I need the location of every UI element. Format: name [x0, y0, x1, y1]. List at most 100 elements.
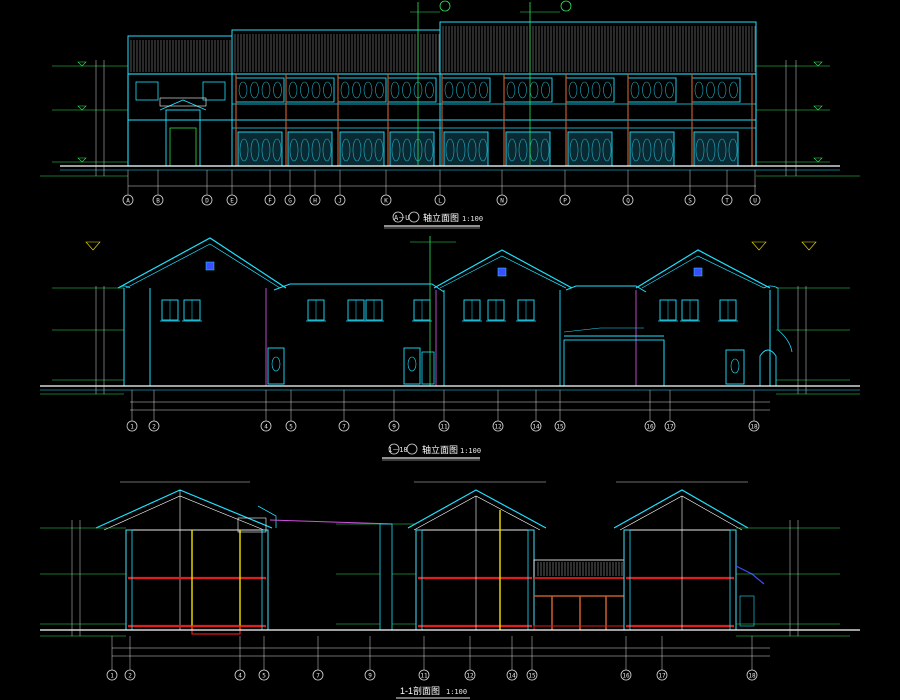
baluster-ornament	[630, 81, 640, 99]
axis-label: G	[288, 198, 292, 205]
lattice-ornament	[341, 138, 351, 162]
axis-bubble	[364, 669, 376, 681]
title-1-18-scale: 1:100	[460, 447, 481, 455]
axis-bubble	[338, 420, 350, 432]
baluster-ornament	[665, 81, 674, 99]
axis-bubble	[554, 420, 566, 432]
axis-label: 11	[440, 424, 448, 431]
lattice-ornament	[311, 138, 321, 162]
level-markers-right	[756, 60, 860, 177]
title-1-18-text: 轴立面图	[422, 444, 458, 455]
axis-label: 5	[289, 424, 293, 431]
baluster-ornament	[375, 81, 384, 99]
elevation-2-windows	[160, 299, 738, 322]
axis-bubble	[464, 669, 476, 681]
axis-bubble	[312, 669, 324, 681]
axis-label: 9	[368, 673, 372, 680]
lattice-ornament	[322, 138, 332, 162]
axis-label: 11	[420, 673, 428, 680]
title-1-18-symbol: 1－18	[388, 446, 408, 454]
axis-label: 7	[342, 424, 346, 431]
axis-label: D	[205, 198, 209, 205]
axis-bubble	[152, 194, 164, 206]
baluster-ornament	[311, 81, 321, 99]
axis-bubble	[285, 420, 297, 432]
upper-bay	[627, 77, 677, 103]
baluster-ornament	[456, 81, 465, 99]
baluster-ornament	[467, 81, 477, 99]
lower-shopfront-bays	[235, 74, 753, 167]
baluster-ornament	[591, 81, 601, 99]
level-markers-3	[40, 520, 850, 637]
axis-bubble	[684, 194, 696, 206]
baluster-ornament	[444, 81, 454, 99]
lattice-ornament	[402, 138, 412, 162]
roof-left	[127, 35, 233, 75]
axis-bubble	[748, 420, 760, 432]
axis-label: H	[313, 198, 317, 205]
axis-label: P	[563, 198, 567, 205]
axis-bubble	[334, 194, 346, 206]
lattice-ornament	[272, 138, 282, 162]
lattice-ornament	[642, 138, 652, 162]
axis-bubble	[264, 194, 276, 206]
baluster-ornament	[323, 81, 332, 99]
title-section-text: 1-1剖面图	[400, 685, 440, 696]
upper-bay	[337, 77, 387, 103]
title-section: 1-1剖面图 1:100	[396, 685, 470, 699]
axis-label: 14	[508, 673, 516, 680]
axis-bubble	[721, 194, 733, 206]
level-markers-2	[40, 241, 860, 395]
lattice-ornament	[507, 138, 517, 162]
axis-label: B	[156, 198, 160, 205]
title-section-scale: 1:100	[446, 688, 467, 696]
axis-label: 1	[130, 424, 134, 431]
lattice-ornament	[261, 138, 271, 162]
axis-label: K	[384, 198, 388, 205]
lattice-ornament	[664, 138, 674, 162]
lattice-ornament	[239, 138, 249, 162]
baluster-ornament	[568, 81, 578, 99]
axis-bubble	[258, 669, 270, 681]
baluster-ornament	[425, 81, 434, 99]
axis-bubble	[492, 420, 504, 432]
baluster-ornament	[390, 81, 400, 99]
axis-label: 9	[392, 424, 396, 431]
baluster-ornament	[238, 81, 248, 99]
lattice-ornament	[289, 138, 299, 162]
axis-label: F	[268, 198, 272, 205]
lattice-ornament	[467, 138, 477, 162]
axis-bubble	[622, 194, 634, 206]
baluster-ornament	[518, 81, 527, 99]
upper-balcony-bays	[235, 77, 741, 103]
axis-label: 15	[528, 673, 536, 680]
axis-bubble	[122, 194, 134, 206]
lattice-ornament	[250, 138, 260, 162]
lattice-ornament	[717, 138, 727, 162]
upper-bay	[235, 77, 285, 103]
upper-bay	[503, 77, 553, 103]
baluster-ornament	[706, 81, 715, 99]
axis-label: A	[126, 198, 130, 205]
axis-label: 5	[262, 673, 266, 680]
axis-bubble	[656, 669, 668, 681]
axis-bubble	[380, 194, 392, 206]
lattice-ornament	[591, 138, 601, 162]
lattice-ornament	[631, 138, 641, 162]
axis-bubble	[124, 669, 136, 681]
lattice-ornament	[540, 138, 550, 162]
title-a-u-symbol: A－U	[394, 214, 409, 222]
lattice-ornament	[391, 138, 401, 162]
axis-bubble	[496, 194, 508, 206]
axis-bubble	[234, 669, 246, 681]
axis-bubble	[434, 194, 446, 206]
axis-label: N	[500, 198, 504, 205]
lattice-ornament	[456, 138, 466, 162]
lattice-ornament	[363, 138, 373, 162]
